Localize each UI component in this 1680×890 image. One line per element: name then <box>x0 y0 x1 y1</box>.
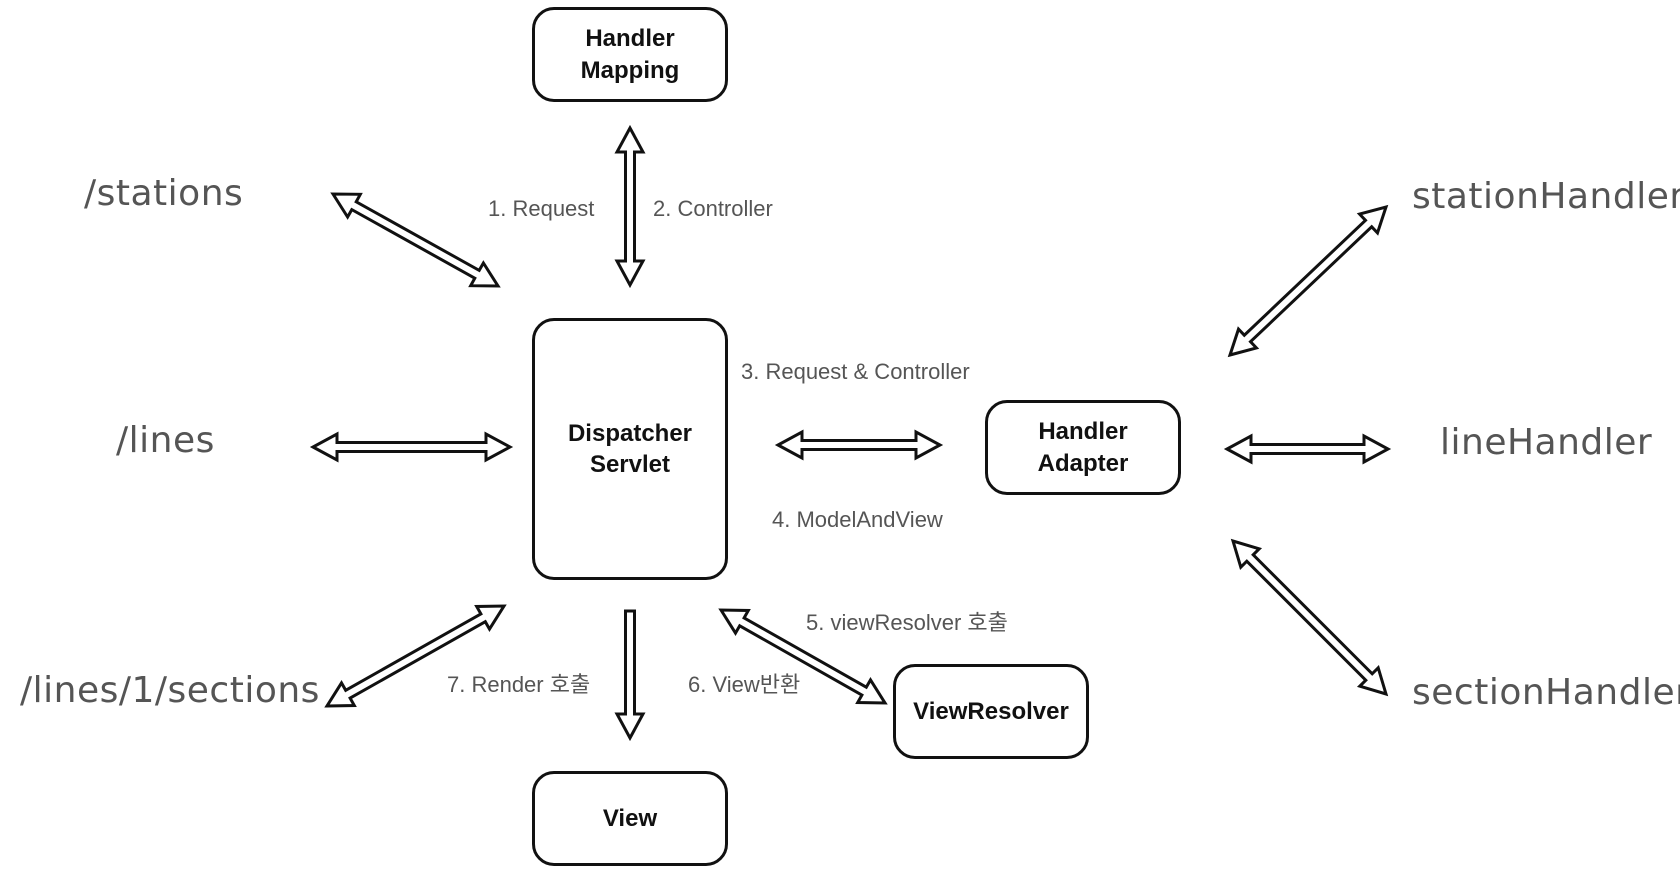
arrow-adapter-linehandler <box>1223 433 1392 465</box>
section-handler-label: sectionHandler <box>1412 672 1680 713</box>
arrow-dispatcher-adapter <box>774 429 944 461</box>
handler-adapter-box: Handler Adapter <box>985 400 1181 495</box>
step-7-label: 7. Render 호출 <box>447 672 591 697</box>
dispatcher-servlet-box: Dispatcher Servlet <box>532 318 728 580</box>
arrow-adapter-sectionhandler <box>1230 538 1389 697</box>
step-1-label: 1. Request <box>488 196 595 221</box>
arrow-mapping-dispatcher <box>614 124 646 289</box>
endpoint-stations-label: /stations <box>84 173 244 214</box>
step-5-label: 5. viewResolver 호출 <box>806 610 1008 635</box>
line-handler-label: lineHandler <box>1440 422 1653 463</box>
step-4-label: 4. ModelAndView <box>772 507 943 532</box>
step-2-label: 2. Controller <box>653 196 773 221</box>
step-3-label: 3. Request & Controller <box>741 359 970 384</box>
arrow-dispatcher-view <box>614 609 646 742</box>
arrow-sections-dispatcher <box>324 604 507 708</box>
arrow-adapter-stationhandler <box>1227 204 1389 358</box>
station-handler-label: stationHandler <box>1412 176 1680 217</box>
endpoint-lines-label: /lines <box>116 420 215 461</box>
step-6-label: 6. View반환 <box>688 672 801 697</box>
arrow-stations-dispatcher <box>330 192 501 288</box>
handler-mapping-box: Handler Mapping <box>532 7 728 102</box>
view-resolver-box: ViewResolver <box>893 664 1089 759</box>
endpoint-sections-label: /lines/1/sections <box>20 670 320 711</box>
arrow-dispatcher-viewresolver <box>718 608 888 705</box>
arrow-lines-dispatcher <box>309 431 514 463</box>
view-box: View <box>532 771 728 866</box>
